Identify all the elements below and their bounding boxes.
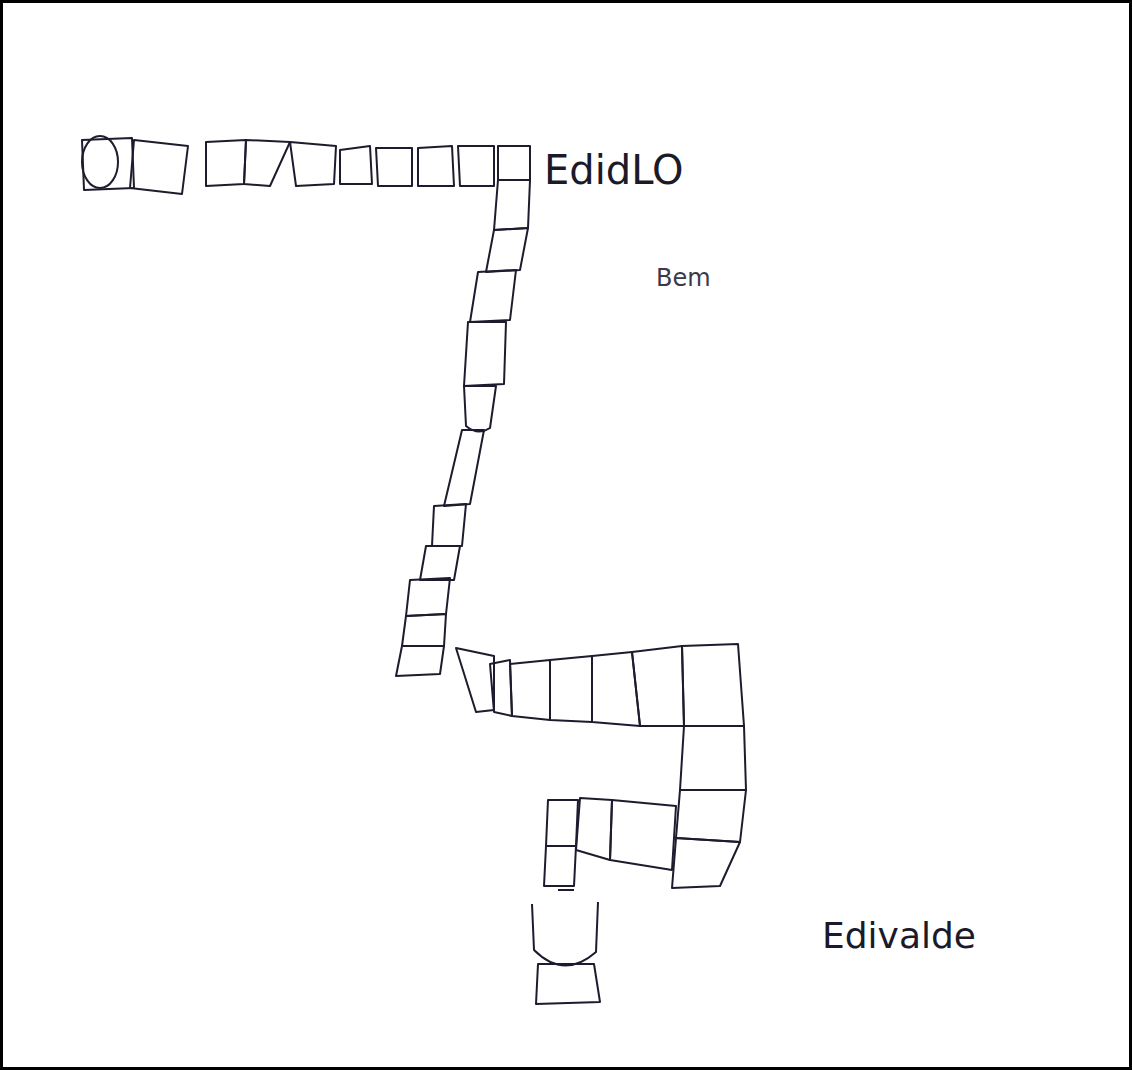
track-square <box>494 180 530 230</box>
track-square <box>290 142 336 186</box>
top-handwritten-label: EdidLO <box>544 150 684 190</box>
signature-label: Edivalde <box>822 918 976 954</box>
track-square <box>464 322 506 386</box>
track-square <box>82 138 134 190</box>
track-square <box>464 386 496 432</box>
track-square <box>490 660 512 716</box>
track-square <box>444 430 484 506</box>
track-square <box>544 846 576 886</box>
track-square <box>682 644 744 726</box>
track-square <box>576 798 612 860</box>
end-mark <box>558 889 574 891</box>
track-square <box>510 660 550 720</box>
track-square <box>396 646 444 676</box>
track-square <box>432 504 466 546</box>
track-square <box>676 790 746 842</box>
track-square <box>470 270 516 322</box>
track-square <box>376 148 412 186</box>
track-square <box>486 228 528 272</box>
track-square <box>610 800 676 870</box>
track-square <box>130 140 188 194</box>
track-square <box>680 726 746 790</box>
track-square <box>420 546 460 580</box>
end-cup <box>532 902 598 966</box>
track-square <box>550 656 592 722</box>
end-square <box>536 964 600 1004</box>
track-square <box>402 614 446 646</box>
track-square <box>456 648 494 712</box>
note-label: Bem <box>656 266 711 290</box>
track-square <box>406 578 450 616</box>
track-square <box>672 838 740 888</box>
track-square <box>546 800 578 846</box>
start-circle <box>82 136 118 188</box>
track-square <box>498 146 530 180</box>
track-square <box>206 140 246 186</box>
track-square <box>458 146 494 186</box>
track-square <box>340 146 372 184</box>
track-square <box>632 646 684 726</box>
track-square <box>244 140 290 186</box>
track-square <box>418 146 454 186</box>
